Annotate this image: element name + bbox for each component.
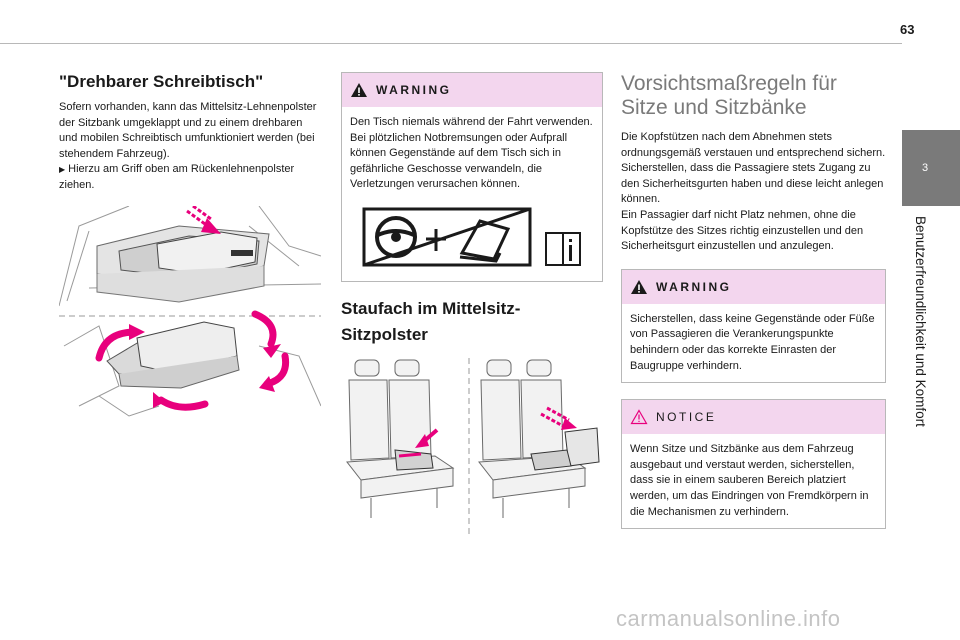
warning-triangle-icon <box>631 279 647 294</box>
notice-triangle-icon <box>630 409 648 425</box>
notice-header: NOTICE <box>622 400 885 435</box>
desk-description: Sofern vorhanden, kann das Mittelsitz-Le… <box>59 100 321 194</box>
desk-illustration <box>58 204 322 433</box>
warning-box-table: WARNING Den Tisch niemals während der Fa… <box>341 72 603 282</box>
precautions-paragraph-2: Sicherstellen, dass die Passagiere stets… <box>621 162 884 206</box>
warning-label: WARNING <box>656 279 732 294</box>
precautions-text: Die Kopfstützen nach dem Abnehmen stets … <box>621 130 886 255</box>
page-number: 63 <box>900 22 915 37</box>
notice-box: NOTICE Wenn Sitze und Sitzbänke aus dem … <box>621 399 886 530</box>
top-rule <box>0 43 902 44</box>
desk-heading: "Drehbarer Schreibtisch" <box>59 72 264 91</box>
right-column: Vorsichtsmaßregeln für Sitze und Sitzbän… <box>621 72 886 530</box>
warning-header: WARNING <box>342 73 602 107</box>
footer-watermark[interactable]: carmanualsonline.info <box>616 606 841 631</box>
storage-illustration <box>341 357 603 541</box>
precautions-paragraph-3: Ein Passagier darf nicht Platz nehmen, o… <box>621 208 864 253</box>
no-table-while-driving-icon <box>362 207 581 267</box>
seat-storage-illustration <box>346 357 600 536</box>
warning-text: Sicherstellen, dass keine Gegenstände od… <box>630 312 875 372</box>
step-arrow-icon: ▶ <box>59 165 66 175</box>
notice-text: Wenn Sitze und Sitzbänke aus dem Fahrzeu… <box>630 443 869 518</box>
chapter-title-vertical: Benutzerfreundlichkeit und Komfort <box>913 216 928 427</box>
storage-heading: Staufach im Mittelsitz-Sitzpolster <box>341 298 521 344</box>
desk-paragraph: Sofern vorhanden, kann das Mittelsitz-Le… <box>59 101 317 160</box>
notice-label: NOTICE <box>656 410 717 425</box>
warning-label: WARNING <box>376 83 452 97</box>
warning-triangle-icon <box>351 83 367 97</box>
precautions-heading: Vorsichtsmaßregeln für Sitze und Sitzbän… <box>621 72 837 119</box>
chapter-number: 3 <box>921 162 929 174</box>
warning-header: WARNING <box>622 269 885 304</box>
desk-step: ▶Hierzu am Griff oben am Rückenlehnenpol… <box>59 163 295 191</box>
middle-column: WARNING Den Tisch niemals während der Fa… <box>341 72 603 541</box>
no-driving-pictogram <box>350 205 594 273</box>
left-column: "Drehbarer Schreibtisch" Sofern vorhande… <box>58 72 322 433</box>
precautions-paragraph-1: Die Kopfstützen nach dem Abnehmen stets … <box>621 131 886 159</box>
warning-box-anchorage: WARNING Sicherstellen, dass keine Gegens… <box>621 268 886 384</box>
rotating-desk-illustration <box>58 204 322 417</box>
chapter-tab[interactable]: 3 <box>902 130 960 206</box>
warning-text: Den Tisch niemals während der Fahrt verw… <box>342 107 602 281</box>
